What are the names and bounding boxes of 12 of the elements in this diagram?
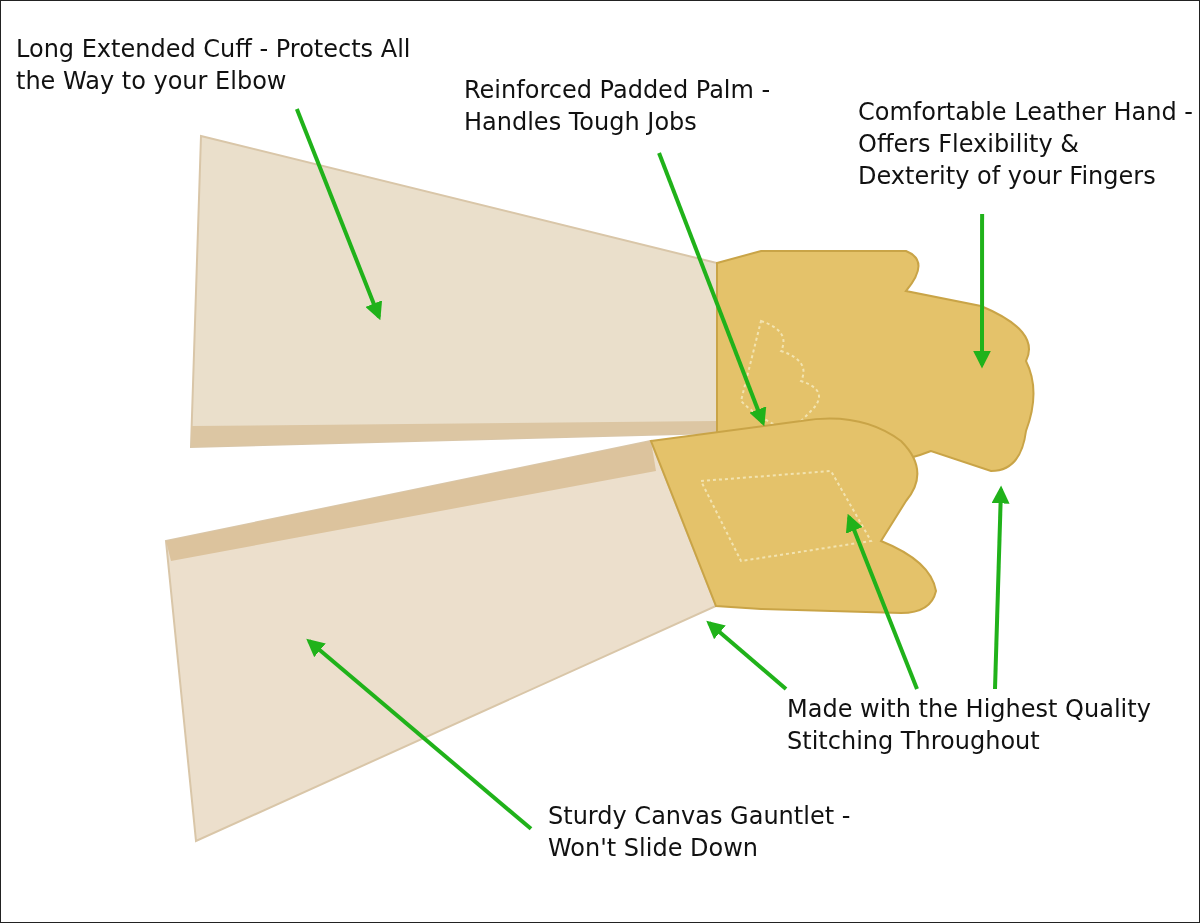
arrow xyxy=(706,620,788,691)
arrow xyxy=(306,638,533,831)
callout-text: Reinforced Padded Palm - Handles Tough Jobs xyxy=(464,74,794,138)
arrow xyxy=(973,214,991,369)
callout-text: Made with the Highest Quality Stitching Throughout xyxy=(787,693,1187,757)
arrow xyxy=(295,108,383,321)
arrow xyxy=(991,485,1010,690)
callout-text: Long Extended Cuff - Protects All the Way to your Elbow xyxy=(16,33,411,97)
callout-text: Comfortable Leather Hand - Offers Flexibility & Dexterity of your Fingers xyxy=(858,96,1198,192)
arrow xyxy=(845,513,919,690)
arrow xyxy=(657,152,767,427)
callout-text: Sturdy Canvas Gauntlet - Won't Slide Down xyxy=(548,800,888,864)
